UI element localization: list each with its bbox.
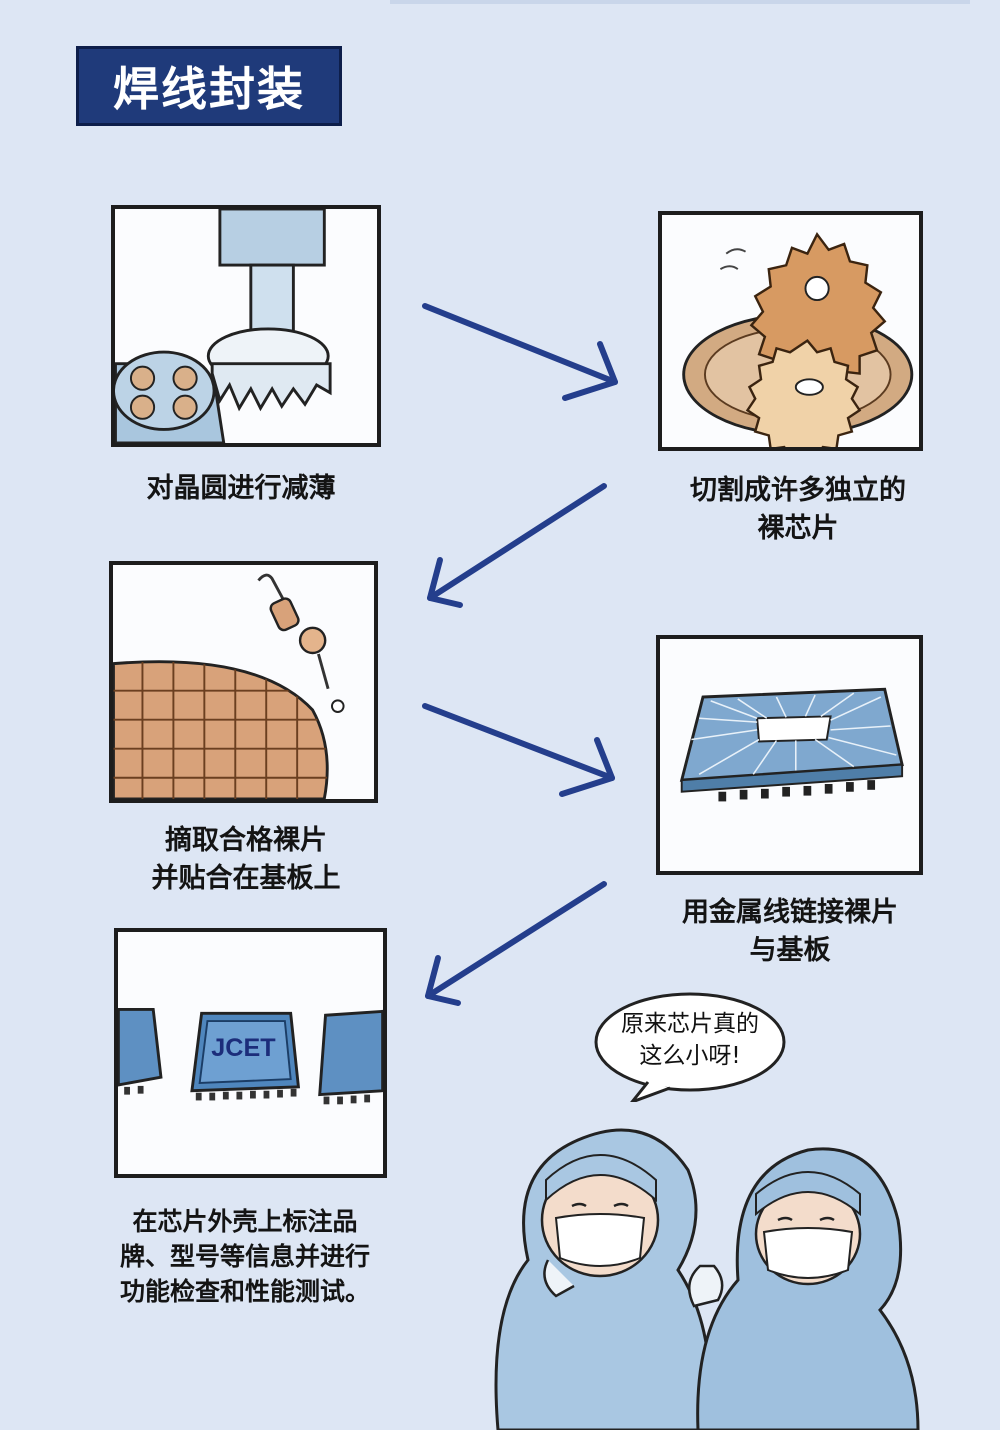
grinding-wheel-icon <box>115 209 332 443</box>
caption-step-2: 切割成许多独立的 裸芯片 <box>690 475 906 544</box>
section-title: 焊线封装 <box>76 46 342 126</box>
caption-step-4: 用金属线链接裸片 与基板 <box>682 897 898 966</box>
caption-step-5: 在芯片外壳上标注品 牌、型号等信息并进行 功能检查和性能测试。 <box>119 1207 370 1306</box>
packaged-chip-icon: JCET <box>118 1007 383 1105</box>
arrow-icon <box>422 303 618 401</box>
caption-step-3: 摘取合格裸片 并贴合在基板上 <box>151 825 341 894</box>
saw-blade-icon <box>682 232 914 447</box>
speech-bubble-icon <box>594 992 786 1102</box>
speech-bubble: 原来芯片真的 这么小呀! <box>592 990 788 1102</box>
panel-wire-bonding <box>656 635 923 875</box>
arrow-icon <box>427 483 607 608</box>
panel-thinning <box>111 205 381 447</box>
panel-die-attach <box>109 561 378 803</box>
top-divider <box>390 0 970 4</box>
panel-packaged-chips: JCET <box>114 928 387 1178</box>
panel-dicing <box>658 211 923 451</box>
speech-text: 原来芯片真的 这么小呀! <box>621 1011 759 1069</box>
wire-bond-chip-icon <box>679 687 904 802</box>
arrow-icon <box>425 881 607 1006</box>
pick-arm-icon <box>113 573 345 799</box>
arrow-icon <box>422 703 615 797</box>
cleanroom-workers-icon <box>494 1128 920 1430</box>
caption-step-1: 对晶圆进行减薄 <box>146 473 336 504</box>
chip-logo: JCET <box>211 1034 276 1062</box>
